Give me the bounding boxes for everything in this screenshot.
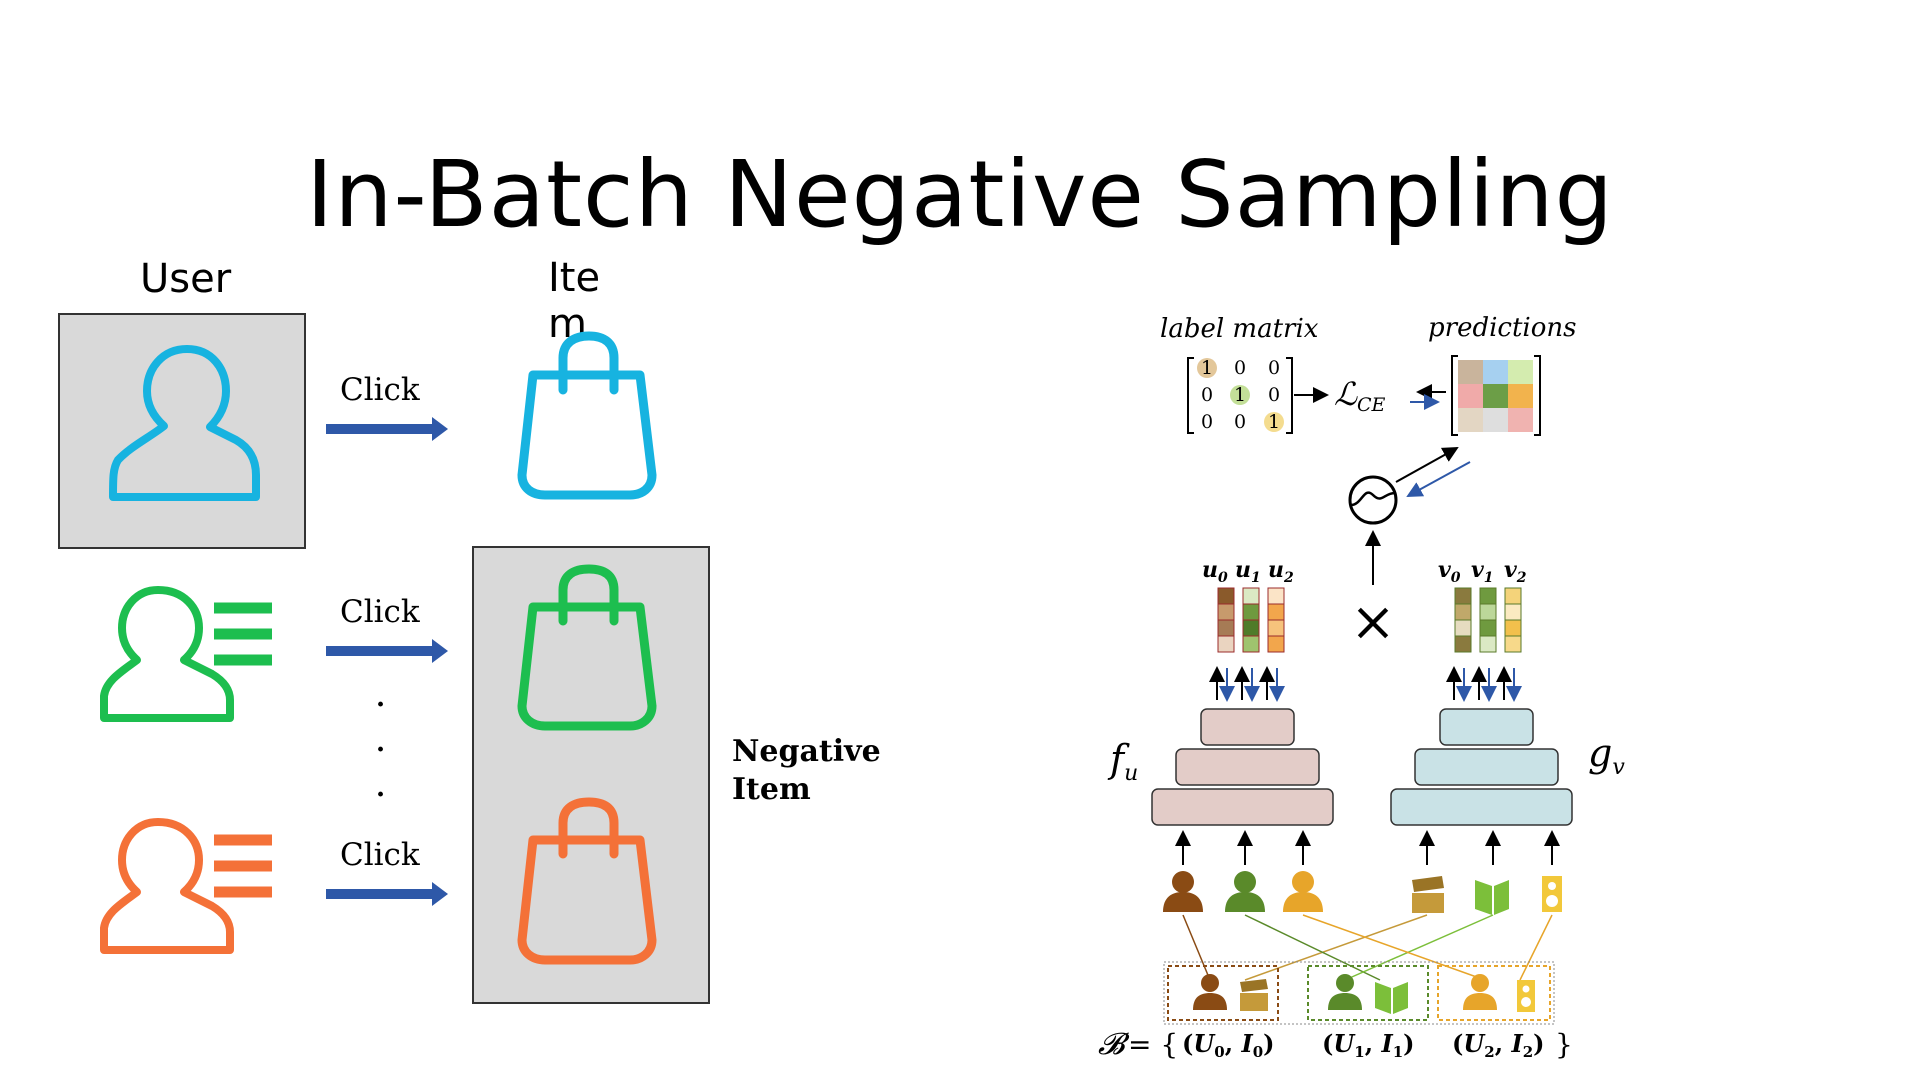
- v1-label: v1: [1471, 557, 1494, 586]
- item-gradient-arrows: [1446, 666, 1522, 702]
- cell-1-0: 0: [1201, 384, 1213, 406]
- cell-0-2: 0: [1268, 357, 1280, 379]
- u0-vector: [1217, 587, 1235, 653]
- cell-2-1: 0: [1234, 411, 1246, 433]
- click-label-3: Click: [340, 837, 420, 873]
- two-tower-figure: label matrix predictions 1 0 0 0 1 0 0 0…: [1098, 313, 1625, 1060]
- item-vector-labels: v0 v1 v2: [1438, 557, 1527, 586]
- click-arrow-3: [326, 882, 448, 906]
- cell-0-1: 0: [1234, 357, 1246, 379]
- user-vector-labels: u0 u1 u2: [1202, 557, 1294, 586]
- user-tower-label: fu: [1107, 737, 1138, 786]
- clapperboard-icon: [1240, 979, 1268, 1011]
- diag-highlight-2: [1230, 385, 1250, 405]
- user-icon: [1163, 871, 1203, 912]
- speaker-icon: [1542, 876, 1562, 912]
- label-matrix-brackets: [1187, 357, 1293, 434]
- book-icon: [1375, 982, 1408, 1014]
- pair-0: (U0, I0): [1182, 1029, 1274, 1060]
- user-list-icon: [100, 586, 234, 722]
- user-gradient-arrows: [1209, 666, 1285, 702]
- negative-item-label: Negative Item: [732, 734, 881, 807]
- predictions-heatmap: [1458, 360, 1533, 432]
- cell-1-2: 0: [1268, 384, 1280, 406]
- item-tower-label: gv: [1588, 731, 1625, 780]
- v1-vector: [1479, 587, 1497, 653]
- user-icon: [1283, 871, 1323, 912]
- batch-pair-0-box: [1167, 965, 1279, 1021]
- cell-0-0: 1: [1201, 357, 1213, 379]
- list-lines-orange: [214, 834, 272, 898]
- batch-close: }: [1555, 1028, 1573, 1060]
- shopping-bag-icon: [517, 331, 657, 500]
- user-tower: [1151, 708, 1334, 826]
- batch-outer-box: [1163, 961, 1555, 1025]
- click-arrow-1: [326, 417, 448, 441]
- ellipsis-dot-1: ·: [376, 690, 386, 720]
- v2-label: v2: [1504, 557, 1527, 586]
- v2-vector: [1504, 587, 1522, 653]
- user-list-icon: [100, 818, 234, 954]
- cell-1-1: 1: [1234, 384, 1246, 406]
- item-tower: [1390, 708, 1573, 826]
- u1-label: u1: [1235, 557, 1261, 586]
- clapperboard-icon: [1412, 876, 1444, 913]
- pred-to-sigmoid-gradient-arrow: [1406, 461, 1471, 497]
- ellipsis-dot-3: ·: [376, 780, 386, 810]
- loss-subscript: CE: [1357, 394, 1386, 416]
- user-icon: [1225, 871, 1265, 912]
- u1-vector: [1242, 587, 1260, 653]
- diag-highlight-1: [1197, 358, 1217, 378]
- shopping-bag-icon: [517, 564, 657, 731]
- batch-connection-lines: [1182, 914, 1553, 981]
- sigmoid-curve: [1350, 491, 1396, 507]
- sigmoid-to-pred-arrow: [1395, 447, 1459, 483]
- pair-2: (U2, I2): [1452, 1029, 1544, 1060]
- user-column-header: User: [140, 256, 232, 302]
- u0-label: u0: [1202, 557, 1228, 586]
- batch-pairs: (U0, I0) (U1, I1) (U2, I2): [1182, 1029, 1544, 1060]
- batch-equals: = {: [1128, 1028, 1178, 1060]
- batch-pair-2-box: [1437, 965, 1551, 1021]
- predictions-title: predictions: [1428, 313, 1576, 343]
- left-illustration: [100, 331, 657, 965]
- cell-2-0: 0: [1201, 411, 1213, 433]
- input-arrows: [1175, 830, 1560, 865]
- label-matrix-title: label matrix: [1160, 314, 1319, 344]
- book-icon: [1475, 880, 1509, 915]
- predictions-brackets: [1451, 355, 1541, 436]
- user-icon: [1328, 974, 1362, 1010]
- shopping-bag-icon: [517, 797, 657, 965]
- slide-title: In-Batch Negative Sampling: [306, 141, 1614, 248]
- ellipsis-dot-2: ·: [376, 735, 386, 765]
- user-icon: [1193, 974, 1227, 1010]
- u2-vector: [1267, 587, 1285, 653]
- loss-symbol: ℒ: [1334, 375, 1358, 413]
- sigmoid-node: [1348, 475, 1398, 525]
- user-icon: [1463, 974, 1497, 1010]
- diag-highlight-3: [1264, 412, 1284, 432]
- user-icon: [109, 345, 260, 501]
- click-label-1: Click: [340, 372, 420, 408]
- click-label-2: Click: [340, 594, 420, 630]
- click-arrow-2: [326, 639, 448, 663]
- u2-label: u2: [1268, 557, 1294, 586]
- cell-2-2: 1: [1268, 411, 1280, 433]
- speaker-icon: [1517, 980, 1535, 1012]
- list-lines-green: [214, 602, 272, 666]
- pair-1: (U1, I1): [1322, 1029, 1414, 1060]
- negative-item-box: [472, 546, 710, 1004]
- v0-vector: [1454, 587, 1472, 653]
- batch-symbol: 𝓑: [1098, 1027, 1130, 1060]
- label-matrix-cells: 1 0 0 0 1 0 0 0 1: [1201, 357, 1280, 433]
- batch-pair-1-box: [1307, 965, 1429, 1021]
- multiply-symbol: ×: [1350, 590, 1395, 653]
- v0-label: v0: [1438, 557, 1461, 586]
